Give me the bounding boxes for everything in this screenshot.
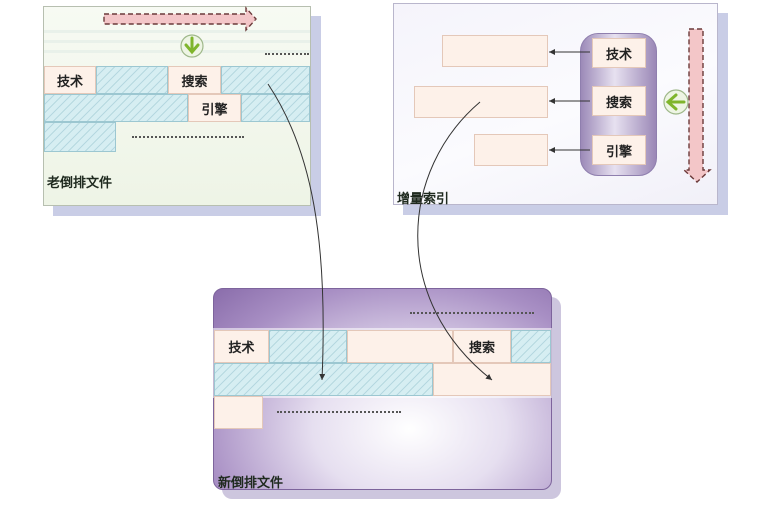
old-term-engine-label: 引擎	[201, 102, 228, 118]
old-postings-block	[241, 94, 310, 122]
incremental-block	[474, 134, 548, 166]
inc-term-search: 搜索	[592, 86, 646, 116]
new-postings-block-beige	[347, 330, 453, 363]
inc-term-engine-label: 引擎	[605, 144, 632, 160]
old-file-stripe	[44, 30, 310, 33]
new-postings-block	[511, 330, 551, 363]
new-term-tech-label: 技术	[228, 341, 255, 356]
new-ellipsis-dots	[410, 312, 534, 314]
old-file-stripe	[44, 40, 310, 43]
new-ellipsis-dots	[277, 411, 401, 413]
inc-term-tech: 技术	[592, 38, 646, 68]
new-file-title: 新倒排文件	[218, 476, 284, 491]
scan-right-arrow	[103, 6, 257, 32]
inc-term-tech-label: 技术	[605, 47, 632, 63]
new-term-search-label: 搜索	[468, 341, 495, 356]
inc-term-search-label: 搜索	[605, 95, 632, 111]
left-circle-icon	[663, 89, 689, 115]
incremental-index-title: 增量索引	[397, 192, 450, 207]
old-postings-block	[221, 66, 310, 94]
merge-curve-old	[267, 83, 326, 381]
old-term-search: 搜索	[168, 66, 221, 94]
old-term-search-label: 搜索	[181, 74, 208, 90]
old-term-engine: 引擎	[188, 94, 241, 122]
new-postings-block	[269, 330, 347, 363]
old-term-tech: 技术	[44, 66, 96, 94]
merge-curve-incremental	[417, 101, 493, 381]
old-postings-block	[44, 122, 116, 152]
old-ellipsis-dots	[132, 136, 244, 138]
new-term-tech: 技术	[214, 330, 269, 363]
new-postings-block-beige	[214, 396, 263, 429]
new-term-search: 搜索	[453, 330, 511, 363]
old-ellipsis-dots	[265, 53, 309, 55]
incremental-block	[414, 86, 548, 118]
old-postings-block	[96, 66, 168, 94]
inc-term-engine: 引擎	[592, 135, 646, 165]
scan-down-arrow	[682, 28, 712, 183]
old-postings-block	[44, 94, 188, 122]
old-term-tech-label: 技术	[56, 74, 83, 90]
incremental-block	[442, 35, 548, 67]
old-file-stripe	[44, 50, 310, 53]
down-circle-icon	[180, 34, 204, 58]
old-file-title: 老倒排文件	[47, 176, 113, 191]
